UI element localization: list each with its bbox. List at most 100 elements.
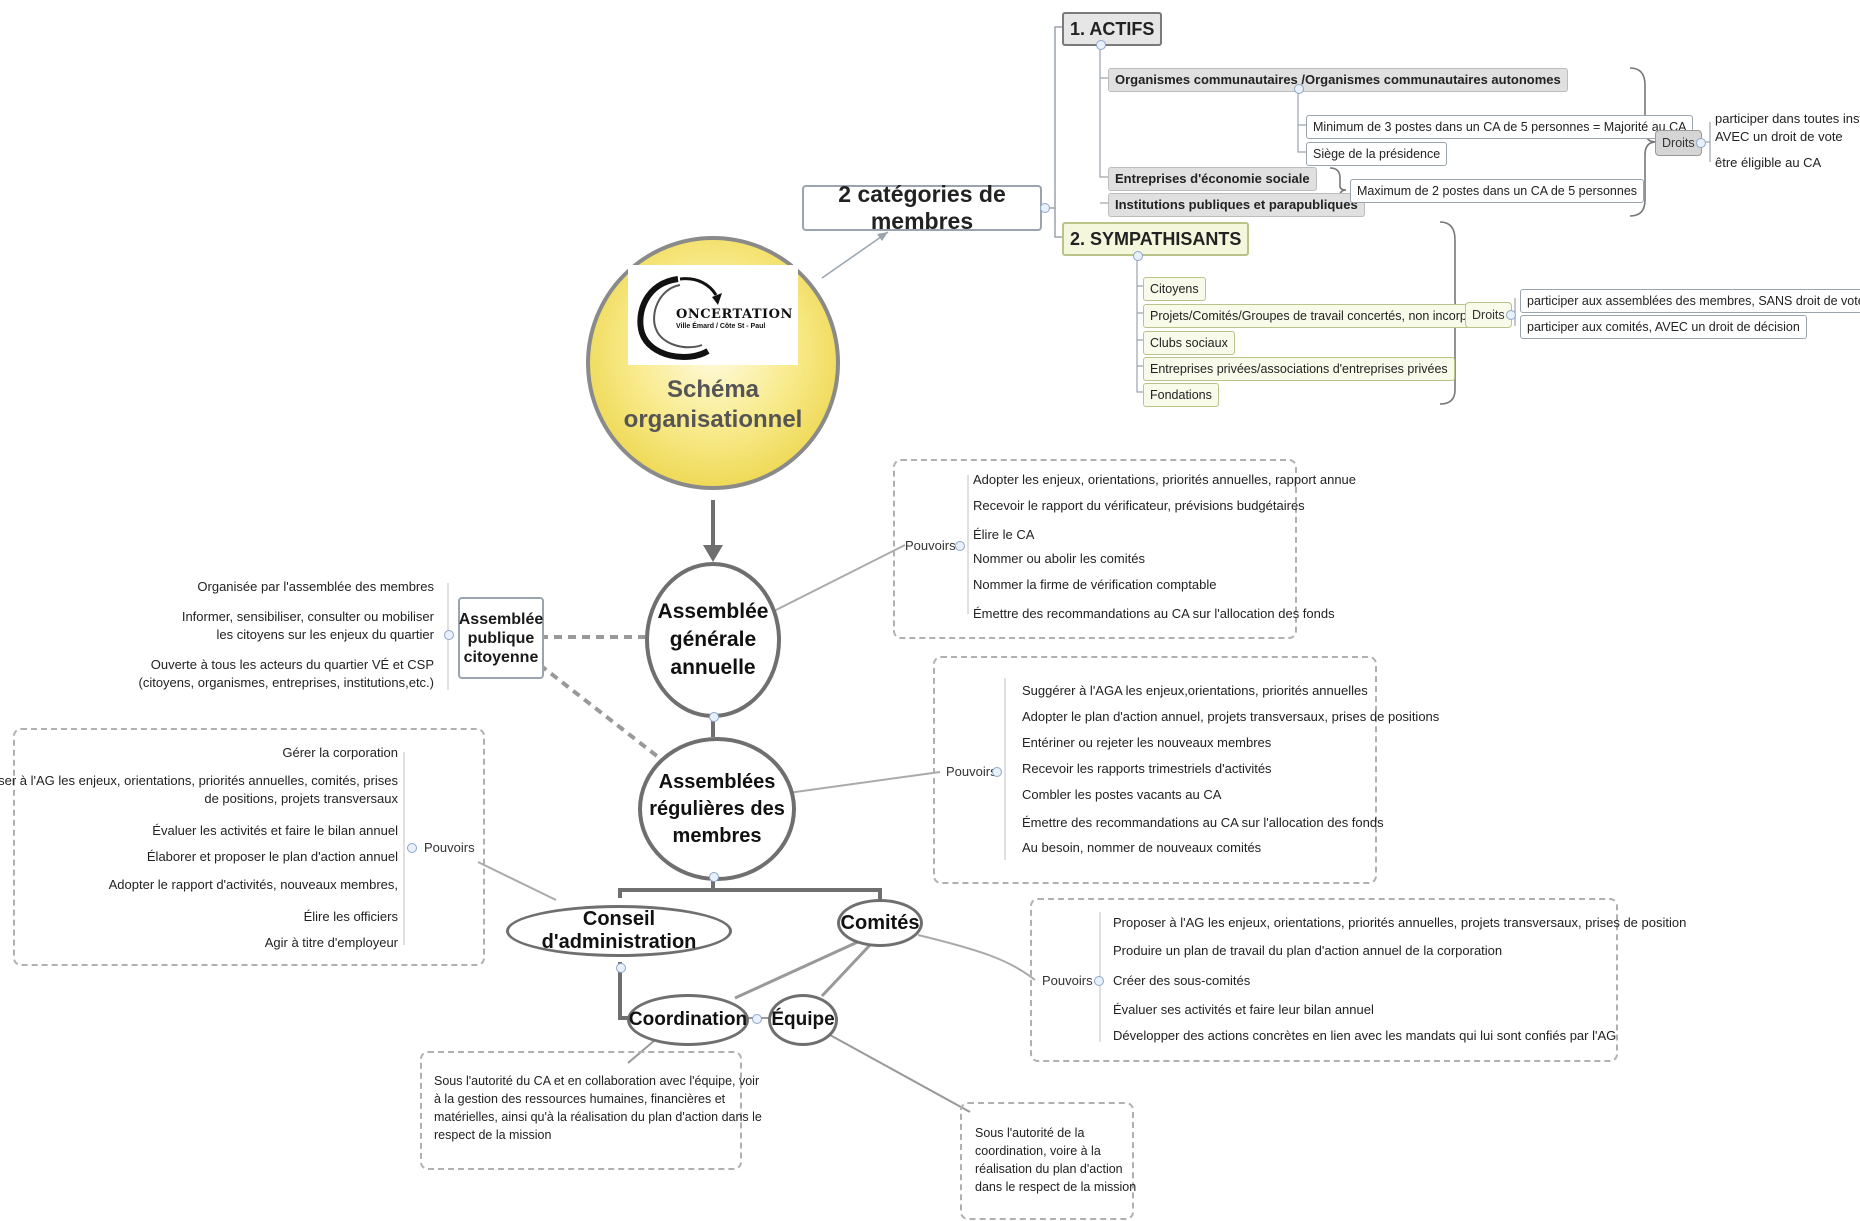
expand-dot-coordination[interactable] [752,1014,762,1024]
equipe-node[interactable]: Équipe [768,994,838,1046]
logo-subtitle: Ville Émard / Côte St - Paul [676,323,766,330]
aga-pouvoir-1: Adopter les enjeux, orientations, priori… [973,472,1357,487]
ca-pouvoirs-box [13,728,485,966]
comites-pouvoir-1: Proposer à l'AG les enjeux, orientations… [1113,915,1687,930]
arm-pouvoir-6: Émettre des recommandations au CA sur l'… [1022,815,1384,830]
equipe-note-box [960,1102,1134,1220]
symp-droit-1[interactable]: participer aux assemblées des membres, S… [1520,289,1860,313]
ca-pouvoir-1: Gérer la corporation [282,745,398,760]
expand-dot-symp-droits[interactable] [1506,310,1516,320]
comites-pouvoir-2: Produire un plan de travail du plan d'ac… [1113,943,1503,958]
equipe-note-3: réalisation du plan d'action [975,1162,1123,1176]
actifs-droit-1: participer dans toutes instances, [1715,111,1860,126]
symp-item-citoyens[interactable]: Citoyens [1143,277,1206,301]
arm-pouvoirs-label: Pouvoirs [946,764,997,779]
org-detail-minimum[interactable]: Minimum de 3 postes dans un CA de 5 pers… [1306,115,1694,139]
ent-detail-maximum[interactable]: Maximum de 2 postes dans un CA de 5 pers… [1350,179,1645,203]
aga-pouvoir-5: Nommer la firme de vérification comptabl… [973,577,1217,592]
central-title-2: organisationnel [623,406,803,433]
actifs-header[interactable]: 1. ACTIFS [1062,12,1163,46]
ca-pouvoir-5: Élaborer et proposer le plan d'action an… [146,849,398,864]
comites-pouvoir-3: Créer des sous-comités [1113,973,1251,988]
comites-pouvoir-5: Développer des actions concrètes en lien… [1113,1028,1617,1043]
ca-pouvoir-8: Agir à titre d'employeur [264,935,398,950]
equipe-note-4: dans le respect de la mission [975,1180,1137,1194]
sympathisants-header[interactable]: 2. SYMPATHISANTS [1062,222,1250,256]
equipe-note-2: coordination, voire à la [975,1144,1101,1158]
central-node: ONCERTATION Ville Émard / Côte St - Paul… [590,240,836,490]
logo-swirl-icon [637,276,722,360]
logo-text: ONCERTATION [676,307,793,322]
actifs-item-institutions[interactable]: Institutions publiques et parapubliques [1108,193,1365,217]
coordination-node[interactable]: Coordination [627,994,749,1046]
arm-pouvoir-5: Combler les postes vacants au CA [1022,787,1222,802]
sympathisants-droits[interactable]: Droits [1465,302,1512,328]
aga-label-1: Assemblée [657,600,769,623]
apc-note-5: (citoyens, organismes, entreprises, inst… [138,675,434,690]
apc-label-2: publique [467,629,535,647]
actifs-item-entreprises[interactable]: Entreprises d'économie sociale [1108,167,1317,191]
expand-dot-arm[interactable] [709,872,719,882]
expand-dot-comites-pouvoirs[interactable] [1094,976,1104,986]
symp-item-projets[interactable]: Projets/Comités/Groupes de travail conce… [1143,304,1499,328]
expand-dot-apc[interactable] [444,630,454,640]
ca-pouvoir-6: Adopter le rapport d'activités, nouveaux… [108,877,398,892]
comites-node[interactable]: Comités [837,899,923,947]
expand-dot-aga[interactable] [709,712,719,722]
symp-item-fondations[interactable]: Fondations [1143,383,1219,407]
concertation-logo: ONCERTATION Ville Émard / Côte St - Paul [628,265,798,365]
aga-label-3: annuelle [670,656,756,679]
expand-dot-organismes[interactable] [1294,84,1304,94]
apc-note-1: Organisée par l'assemblée des membres [197,579,434,594]
arm-pouvoir-1: Suggérer à l'AGA les enjeux,orientations… [1022,683,1368,698]
aga-pouvoir-4: Nommer ou abolir les comités [973,551,1145,566]
ca-pouvoir-3: de positions, projets transversaux [204,791,398,806]
symp-item-clubs[interactable]: Clubs sociaux [1143,331,1235,355]
expand-dot-aga-pouvoirs[interactable] [955,541,965,551]
coordination-note-1: Sous l'autorité du CA et en collaboratio… [434,1074,760,1088]
expand-dot-actifs-droits[interactable] [1696,138,1706,148]
expand-dot-categories[interactable] [1040,203,1050,213]
expand-dot-ca[interactable] [616,963,626,973]
aga-pouvoirs-label: Pouvoirs [905,538,956,553]
apc-note-3: les citoyens sur les enjeux du quartier [216,627,434,642]
apc-note-4: Ouverte à tous les acteurs du quartier V… [150,657,434,672]
actifs-droit-3: être éligible au CA [1715,155,1822,170]
comites-pouvoir-4: Évaluer ses activités et faire leur bila… [1113,1002,1374,1017]
apc-label-3: citoyenne [463,648,539,666]
arm-pouvoirs-box [933,656,1377,884]
expand-dot-actifs[interactable] [1096,40,1106,50]
members-categories[interactable]: 2 catégories de membres [802,181,1042,234]
aga-node[interactable]: Assemblée générale annuelle [645,562,781,718]
coordination-note-box [420,1051,742,1170]
aga-pouvoir-2: Recevoir le rapport du vérificateur, pré… [973,498,1305,513]
arm-pouvoir-3: Entériner ou rejeter les nouveaux membre… [1022,735,1272,750]
ca-pouvoir-4: Évaluer les activités et faire le bilan … [152,823,398,838]
symp-droit-2[interactable]: participer aux comités, AVEC un droit de… [1520,315,1807,339]
comites-pouvoirs-label: Pouvoirs [1042,973,1093,988]
arm-pouvoir-4: Recevoir les rapports trimestriels d'act… [1022,761,1272,776]
comites-pouvoirs-box [1030,898,1618,1062]
ca-pouvoir-2: Proposer à l'AG les enjeux, orientations… [0,773,398,788]
ca-node[interactable]: Conseil d'administration [506,905,732,957]
equipe-note-1: Sous l'autorité de la [975,1126,1085,1140]
coordination-note-3: matérielles, ainsi qu'à la réalisation d… [434,1110,762,1124]
expand-dot-sympathisants[interactable] [1133,251,1143,261]
apc-label-1: Assemblée [458,610,544,628]
arm-node[interactable]: Assemblées régulières des membres [638,737,796,881]
arm-label-2: régulières des [649,797,785,820]
actifs-item-organismes[interactable]: Organismes communautaires /Organismes co… [1108,68,1568,92]
org-detail-presidence[interactable]: Siège de la présidence [1306,142,1448,166]
ca-pouvoir-7: Élire les officiers [303,909,398,924]
expand-dot-arm-pouvoirs[interactable] [992,767,1002,777]
arm-pouvoir-2: Adopter le plan d'action annuel, projets… [1022,709,1440,724]
apc-node[interactable]: Assemblée publique citoyenne [458,597,544,679]
arm-label-3: membres [672,824,762,847]
aga-label-2: générale [669,628,757,651]
expand-dot-ca-pouvoirs[interactable] [407,843,417,853]
coordination-note-4: respect de la mission [434,1128,552,1142]
central-title-1: Schéma [666,376,760,403]
symp-item-entreprises[interactable]: Entreprises privées/associations d'entre… [1143,357,1455,381]
aga-pouvoir-3: Élire le CA [973,527,1035,542]
actifs-droits[interactable]: Droits [1655,130,1702,156]
